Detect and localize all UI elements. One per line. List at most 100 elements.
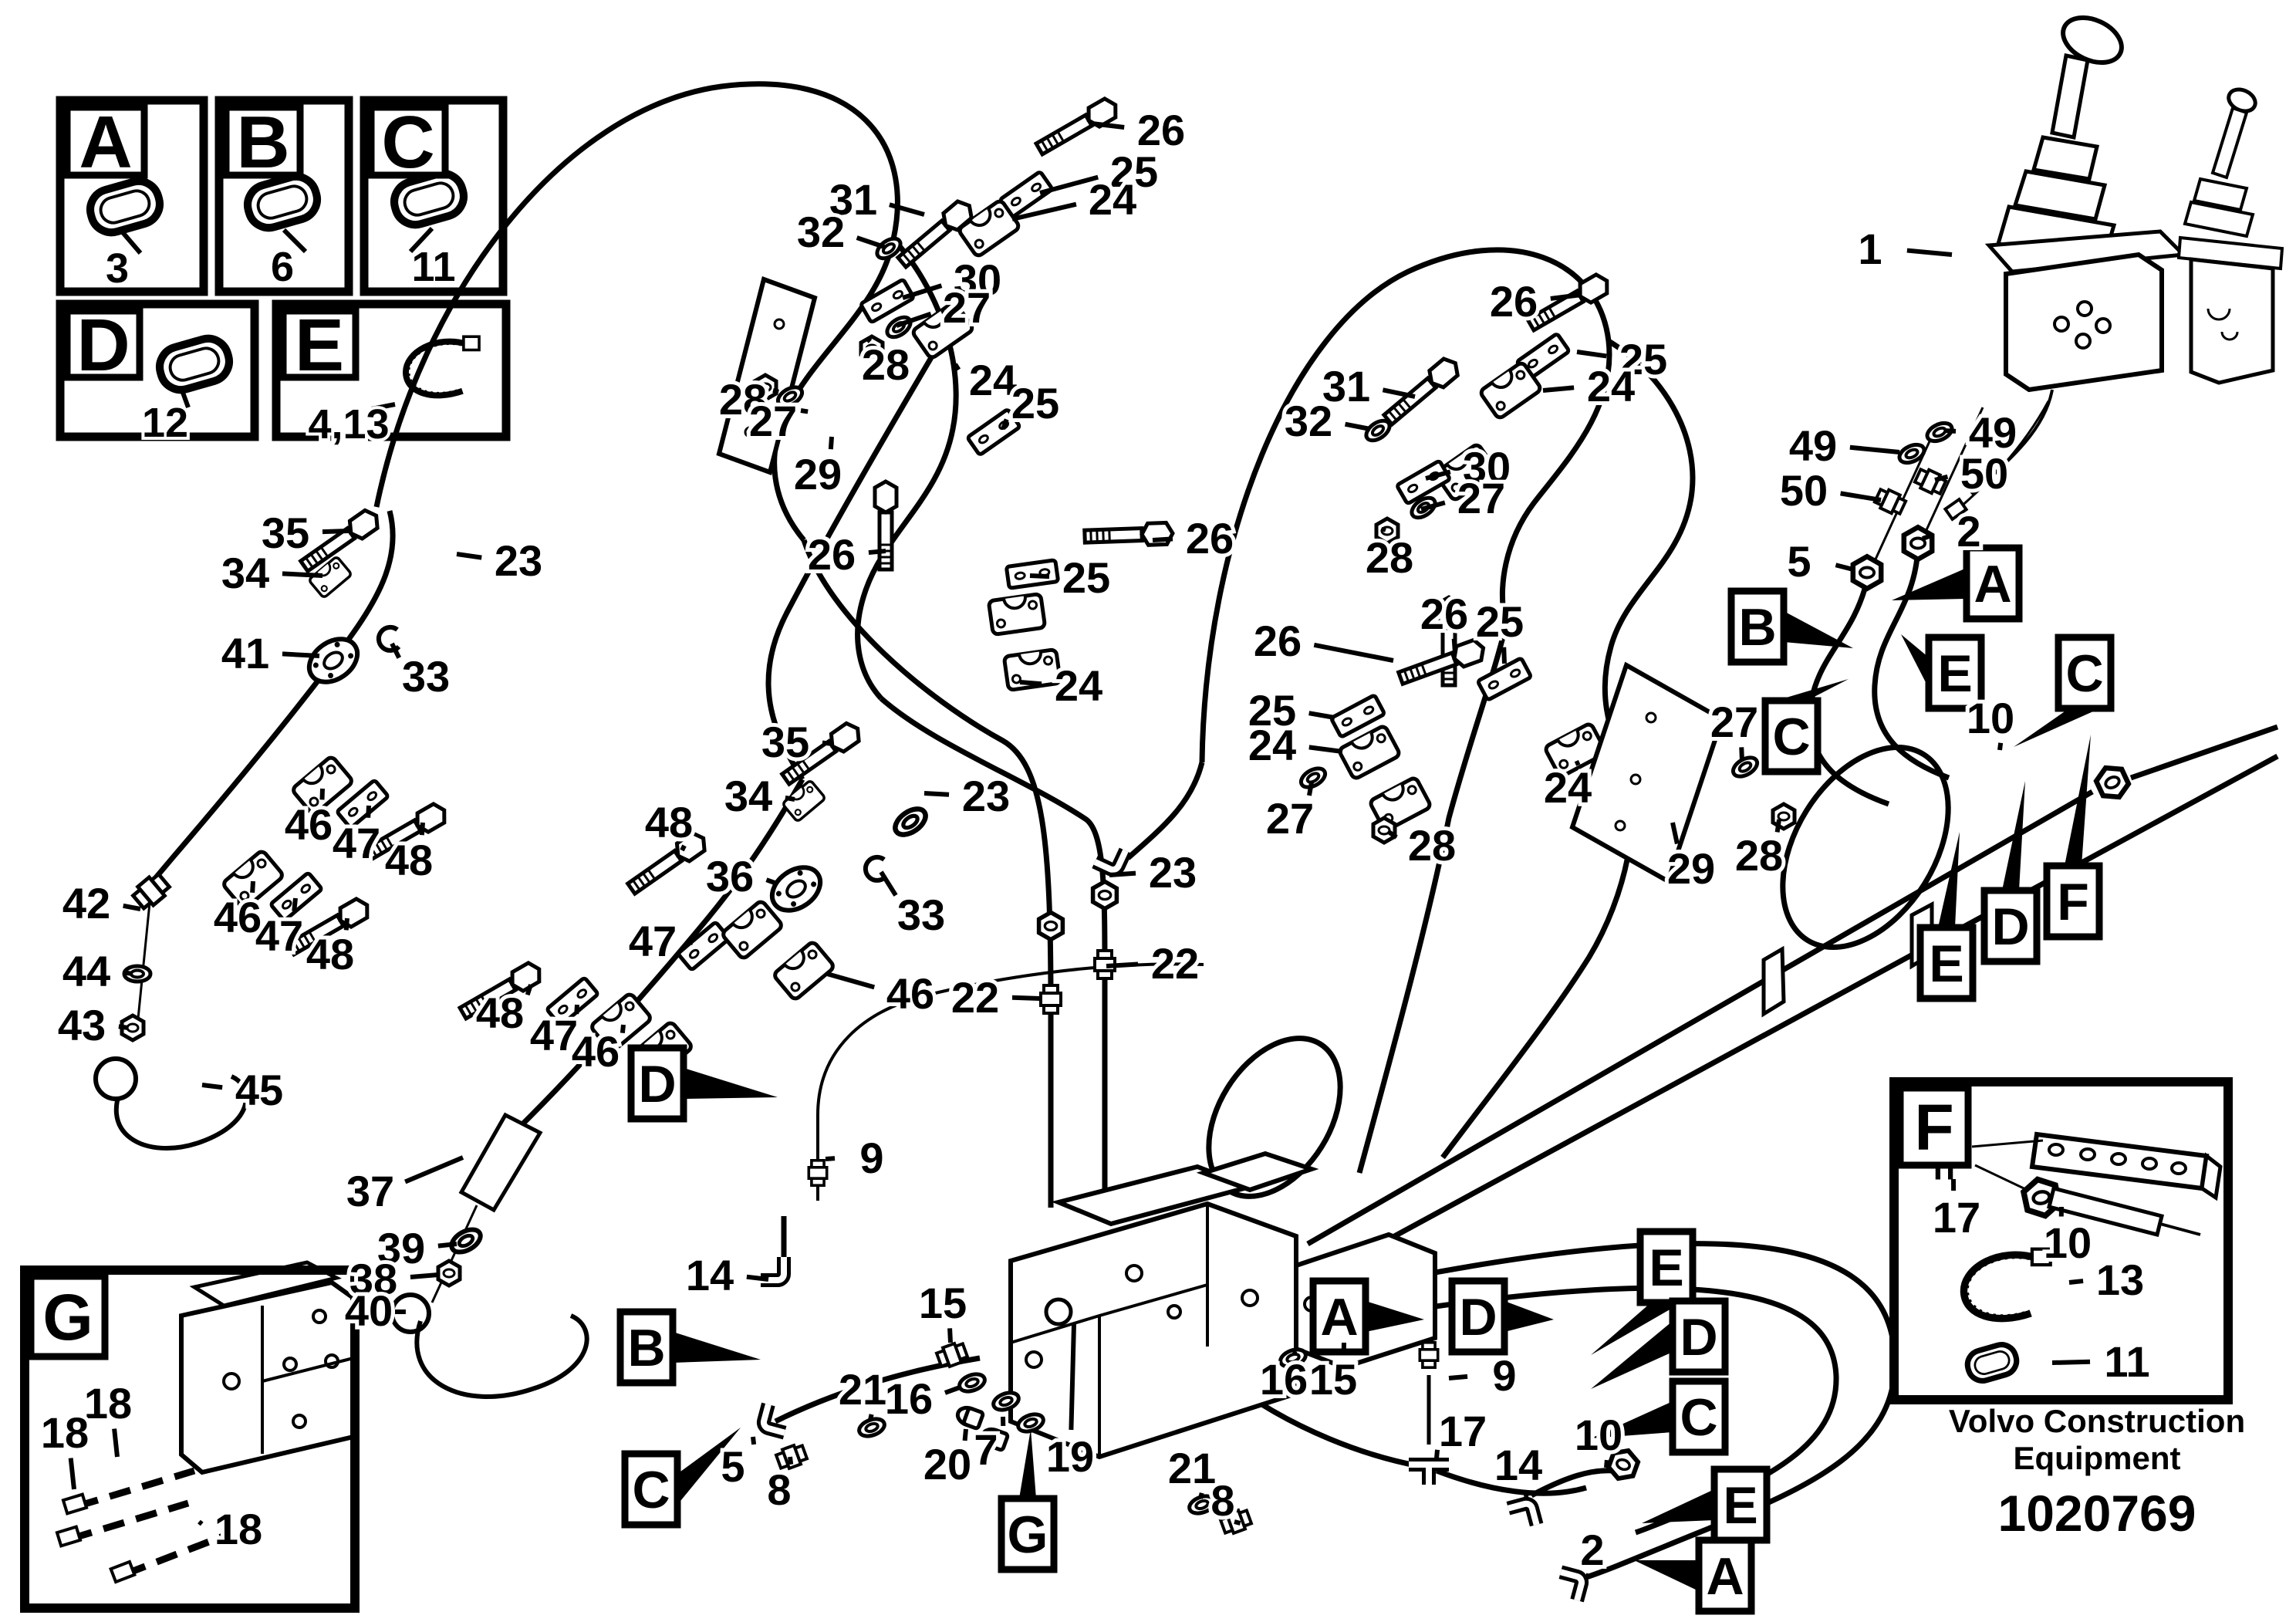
svg-text:A: A — [1706, 1547, 1744, 1606]
part-callout-16: 16 — [1256, 1350, 1312, 1407]
svg-text:32: 32 — [797, 208, 845, 256]
svg-text:33: 33 — [897, 890, 945, 939]
svg-text:17: 17 — [1933, 1193, 1980, 1242]
svg-text:42: 42 — [62, 879, 110, 928]
svg-text:41: 41 — [221, 629, 269, 678]
letter-callout-C: C — [1761, 679, 1849, 776]
svg-text:22: 22 — [1151, 939, 1199, 988]
letter-callout-D: D — [1591, 1297, 1729, 1389]
part-callout-24: 24 — [1540, 759, 1595, 816]
svg-text:5: 5 — [721, 1442, 745, 1491]
svg-text:24: 24 — [969, 356, 1017, 404]
svg-text:48: 48 — [645, 798, 693, 846]
part-callout-25: 25 — [1576, 331, 1671, 387]
part-callout-26: 26 — [1250, 613, 1394, 669]
svg-text:19: 19 — [1046, 1432, 1094, 1481]
part-callout-22: 22 — [1106, 935, 1203, 992]
svg-text:C: C — [2065, 644, 2103, 703]
bracket-cluster-center — [875, 482, 1173, 691]
svg-text:47: 47 — [333, 819, 380, 867]
bracket-cluster-center-bottom — [1298, 597, 1795, 885]
part-callout-8: 8 — [763, 1456, 795, 1518]
svg-text:26: 26 — [808, 530, 856, 579]
svg-text:38: 38 — [349, 1255, 397, 1303]
part-callout-24: 24 — [1542, 358, 1639, 414]
legend-part-number: 4,13 — [308, 401, 389, 448]
svg-text:F: F — [2057, 873, 2089, 931]
part-callout-38: 38 — [346, 1251, 439, 1307]
letter-callout-C: C — [2014, 634, 2115, 747]
svg-text:17: 17 — [1439, 1407, 1487, 1455]
part-callout-24: 24 — [1019, 657, 1106, 714]
part-callout-18: 18 — [37, 1404, 93, 1490]
svg-text:18: 18 — [84, 1379, 132, 1428]
part-callout-10: 10 — [2040, 1206, 2095, 1271]
part-callout-26: 26 — [1152, 510, 1237, 566]
svg-text:15: 15 — [919, 1279, 967, 1327]
svg-text:29: 29 — [794, 450, 842, 498]
part-callout-48: 48 — [472, 984, 533, 1041]
part-callout-26: 26 — [1486, 273, 1582, 329]
part-callout-14: 14 — [682, 1247, 769, 1303]
part-callout-24: 24 — [1244, 717, 1343, 773]
svg-text:24: 24 — [1089, 175, 1136, 224]
svg-text:39: 39 — [377, 1224, 425, 1272]
part-callout-47: 47 — [329, 805, 384, 871]
svg-text:46: 46 — [214, 893, 262, 941]
svg-text:25: 25 — [1110, 147, 1158, 196]
svg-text:C: C — [1772, 708, 1810, 766]
part-callout-2: 2 — [1576, 1522, 1608, 1578]
svg-text:37: 37 — [346, 1167, 394, 1215]
part-callout-11: 11 — [2051, 1333, 2154, 1390]
legend-letter: E — [295, 304, 344, 387]
part-callout-10: 10 — [1963, 690, 2018, 751]
part-callout-47: 47 — [252, 897, 307, 964]
part-callout-34: 34 — [218, 545, 323, 601]
part-callout-23: 23 — [1109, 844, 1200, 901]
part-callout-26: 26 — [1416, 586, 1472, 654]
svg-text:A: A — [1974, 555, 2011, 613]
part-callout-19: 19 — [1042, 1323, 1098, 1485]
part-callout-46: 46 — [210, 880, 265, 945]
svg-text:34: 34 — [221, 549, 269, 597]
svg-text:2: 2 — [1580, 1526, 1604, 1574]
svg-text:28: 28 — [862, 340, 910, 389]
part-callout-30: 30 — [902, 252, 1005, 308]
part-callout-35: 35 — [258, 505, 349, 561]
legend-part-number: 12 — [142, 400, 188, 446]
svg-text:47: 47 — [255, 911, 303, 960]
figure-number: 1020769 — [1998, 1485, 2196, 1542]
svg-text:49: 49 — [1969, 408, 2017, 457]
svg-text:23: 23 — [1149, 848, 1197, 897]
svg-text:14: 14 — [1494, 1441, 1542, 1489]
svg-text:7: 7 — [974, 1425, 998, 1474]
part-callout-48: 48 — [641, 794, 697, 852]
svg-text:16: 16 — [1260, 1355, 1308, 1404]
svg-text:18: 18 — [41, 1408, 89, 1457]
svg-text:35: 35 — [262, 509, 309, 557]
svg-text:23: 23 — [962, 772, 1010, 820]
svg-text:C: C — [1680, 1388, 1717, 1447]
part-callout-32: 32 — [1281, 393, 1371, 449]
svg-text:48: 48 — [476, 988, 524, 1037]
svg-text:47: 47 — [530, 1011, 578, 1059]
legend-box-A: A3 — [56, 96, 208, 296]
svg-text:27: 27 — [1710, 698, 1758, 746]
part-callout-45: 45 — [201, 1062, 287, 1118]
part-callout-17: 17 — [1929, 1178, 1984, 1245]
svg-text:B: B — [627, 1319, 665, 1377]
svg-text:11: 11 — [2104, 1337, 2149, 1386]
svg-text:21: 21 — [1168, 1444, 1216, 1492]
part-callout-15: 15 — [1305, 1342, 1361, 1407]
letter-callout-A: A — [1892, 544, 2023, 623]
svg-text:33: 33 — [402, 652, 450, 701]
svg-text:B: B — [1738, 598, 1776, 657]
svg-text:46: 46 — [572, 1027, 620, 1076]
part-callout-46: 46 — [281, 788, 336, 853]
svg-text:28: 28 — [1735, 831, 1783, 880]
svg-text:28: 28 — [1366, 533, 1413, 582]
svg-text:34: 34 — [724, 772, 772, 820]
svg-text:15: 15 — [1309, 1355, 1357, 1404]
part-callout-28: 28 — [1362, 526, 1417, 586]
